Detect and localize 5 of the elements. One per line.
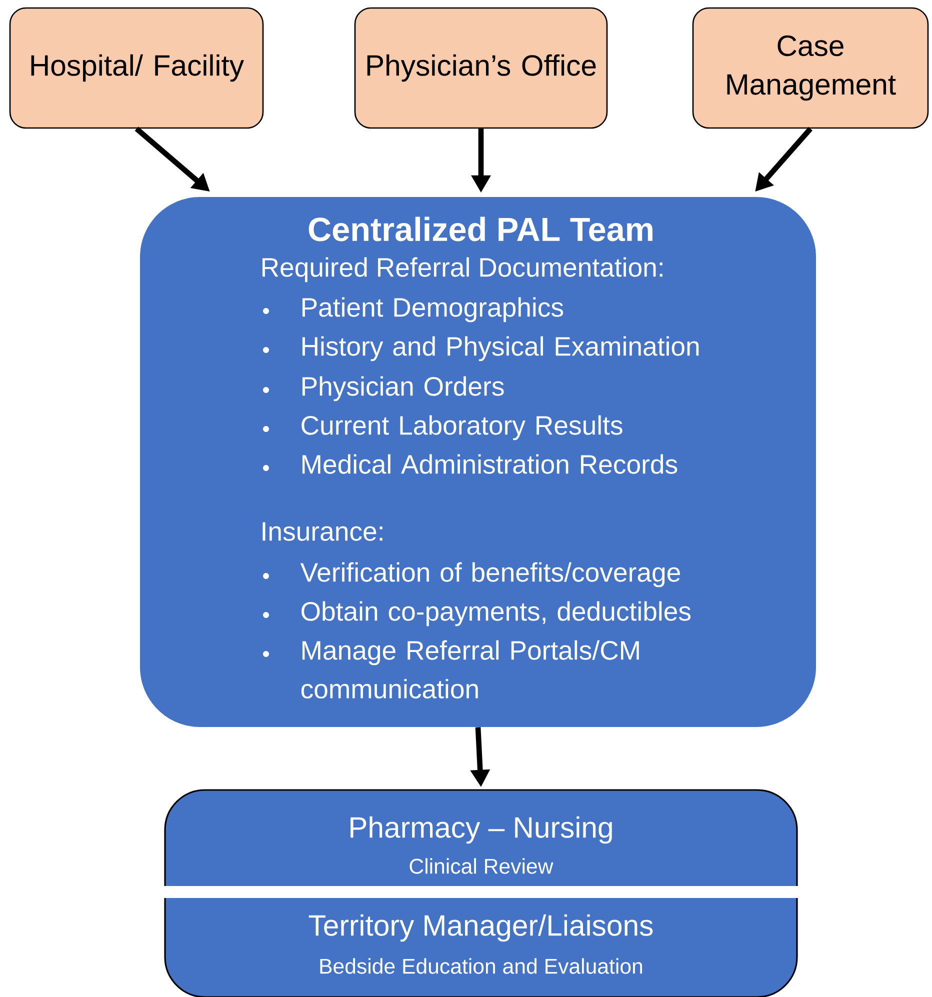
role-box: Pharmacy – Nursing Clinical Review Territory Manager/Liaisons Bedside Education and Evaluation [160, 789, 810, 997]
source-box: Hospital/ Facility [9, 7, 264, 129]
source-box: Physician’s Office [354, 7, 608, 129]
team-box: Centralized PAL Team Required Referral Documentation: Patient Demographics History and Physical Examination Physician Orders Current Laboratory Results Medical Administration Records Insurance: Verification of benefits/coverage Obtain co-payments, deductibles Manage Referral Portals/CM communication [140, 197, 816, 727]
source-box: Case Management [692, 7, 929, 129]
